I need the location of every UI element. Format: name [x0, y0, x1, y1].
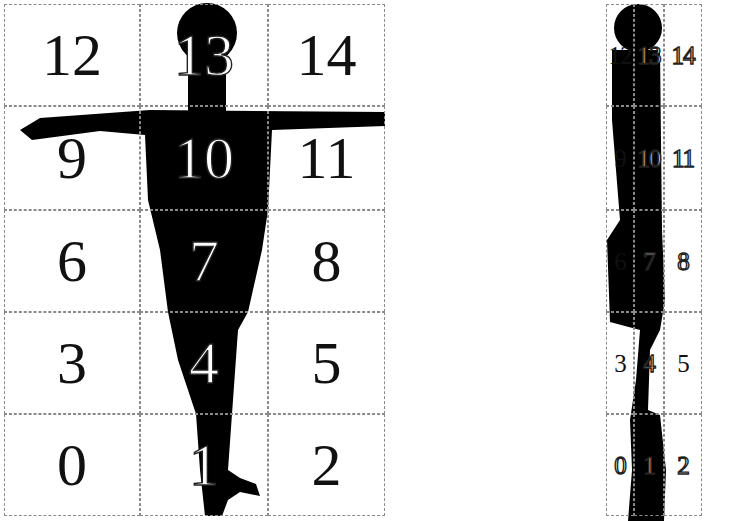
- cell-number: 10: [638, 146, 661, 171]
- cell-number: 13: [174, 25, 234, 85]
- grid-cell: 11: [268, 106, 385, 210]
- cell-number: 0: [614, 453, 626, 478]
- cell-number: 12: [609, 43, 632, 68]
- cell-number: 9: [614, 146, 626, 171]
- cell-number: 1: [643, 453, 655, 478]
- grid-cell: 6: [4, 210, 140, 312]
- cell-number: 9: [57, 128, 87, 188]
- grid-cell: 2: [664, 414, 702, 516]
- grid-cell: 0: [606, 414, 634, 516]
- grid-cell: 10: [140, 106, 268, 210]
- cell-number: 3: [614, 351, 626, 376]
- cell-number: 1: [189, 435, 219, 495]
- grid-cell: 10: [634, 106, 664, 210]
- cell-number: 4: [189, 333, 219, 393]
- grid-cell: 14: [664, 4, 702, 106]
- cell-number: 14: [672, 43, 695, 68]
- cell-number: 5: [677, 351, 689, 376]
- cell-number: 10: [174, 128, 234, 188]
- grid-cell: 7: [140, 210, 268, 312]
- cell-number: 7: [189, 231, 219, 291]
- right-body: [607, 50, 666, 521]
- grid-cell: 5: [664, 312, 702, 414]
- cell-number: 13: [638, 43, 661, 68]
- grid-cell: 13: [140, 4, 268, 106]
- grid-cell: 9: [606, 106, 634, 210]
- grid-cell: 11: [664, 106, 702, 210]
- grid-cell: 1: [634, 414, 664, 516]
- grid-cell: 4: [634, 312, 664, 414]
- cell-number: 3: [57, 333, 87, 393]
- cell-number: 5: [312, 333, 342, 393]
- grid-cell: 0: [4, 414, 140, 516]
- grid-cell: 8: [268, 210, 385, 312]
- grid-cell: 3: [4, 312, 140, 414]
- grid-cell: 1: [140, 414, 268, 516]
- grid-cell: 14: [268, 4, 385, 106]
- grid-cell: 8: [664, 210, 702, 312]
- grid-cell: 4: [140, 312, 268, 414]
- grid-cell: 12: [4, 4, 140, 106]
- cell-number: 2: [312, 435, 342, 495]
- cell-number: 4: [643, 351, 655, 376]
- grid-cell: 2: [268, 414, 385, 516]
- cell-number: 14: [297, 25, 357, 85]
- grid-cell: 12: [606, 4, 634, 106]
- grid-cell: 3: [606, 312, 634, 414]
- grid-cell: 6: [606, 210, 634, 312]
- cell-number: 8: [312, 231, 342, 291]
- cell-number: 11: [298, 128, 356, 188]
- cell-number: 6: [57, 231, 87, 291]
- grid-cell: 5: [268, 312, 385, 414]
- cell-number: 8: [677, 249, 689, 274]
- cell-number: 0: [57, 435, 87, 495]
- grid-cell: 7: [634, 210, 664, 312]
- grid-cell: 9: [4, 106, 140, 210]
- cell-number: 11: [672, 146, 694, 171]
- left-body: [20, 110, 385, 516]
- cell-number: 12: [42, 25, 102, 85]
- cell-number: 7: [643, 249, 655, 274]
- cell-number: 2: [677, 453, 689, 478]
- cell-number: 6: [614, 249, 626, 274]
- grid-cell: 13: [634, 4, 664, 106]
